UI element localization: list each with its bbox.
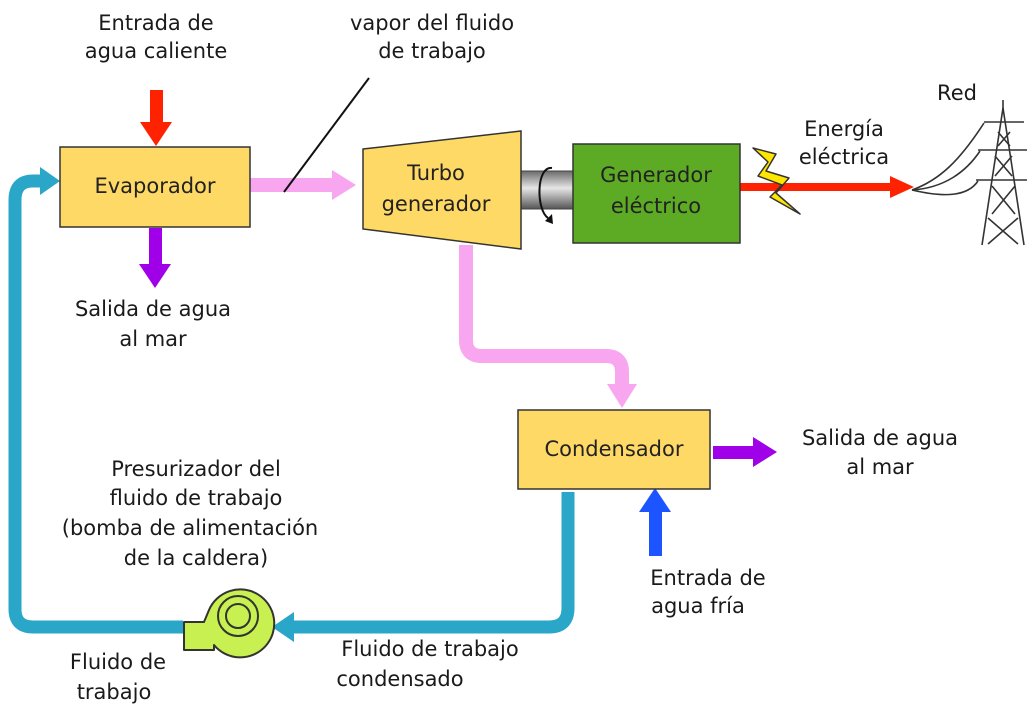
electric-output-arrow bbox=[740, 176, 914, 198]
pressurizer-line1: Presurizador del bbox=[111, 457, 281, 481]
cold-water-in-label: Entrada de agua fría bbox=[650, 566, 765, 618]
electric-energy-line2: eléctrica bbox=[799, 145, 889, 169]
rotating-shaft-icon bbox=[519, 167, 579, 224]
evaporator-outlet-line2: al mar bbox=[119, 327, 187, 351]
vapor-label-line2: de trabajo bbox=[378, 39, 486, 63]
evaporator-outlet-line1: Salida de agua bbox=[75, 297, 231, 321]
hot-water-in-label: Entrada de agua caliente bbox=[85, 11, 228, 63]
evaporator-outlet-label: Salida de agua al mar bbox=[75, 297, 231, 351]
pressurizer-line3: (bomba de alimentación bbox=[62, 516, 319, 540]
pump-icon bbox=[183, 588, 276, 659]
lightning-bolt-icon bbox=[752, 147, 801, 215]
vapor-label: vapor del fluido de trabajo bbox=[350, 11, 514, 63]
cold-water-in-line2: agua fría bbox=[651, 594, 745, 618]
working-fluid-line1: Fluido de bbox=[70, 650, 166, 674]
condenser-outlet-label: Salida de agua al mar bbox=[802, 426, 958, 479]
hot-water-in-line2: agua caliente bbox=[85, 39, 228, 63]
working-fluid-label: Fluido de trabajo bbox=[70, 650, 166, 704]
cold-water-in-arrow bbox=[639, 488, 671, 556]
condenser-outlet-line1: Salida de agua bbox=[802, 426, 958, 450]
electric-energy-label: Energía eléctrica bbox=[799, 117, 889, 169]
vapor-label-line1: vapor del fluido bbox=[350, 11, 514, 35]
condenser-outlet-arrow bbox=[713, 437, 777, 467]
evaporator-outlet-arrow bbox=[139, 228, 171, 288]
condensed-fluid-line1: Fluido de trabajo bbox=[341, 637, 518, 661]
generator-node: Generador eléctrico bbox=[572, 143, 741, 244]
condenser-label: Condensador bbox=[544, 437, 683, 461]
grid-label: Red bbox=[937, 81, 977, 105]
transmission-tower-icon bbox=[911, 100, 1027, 246]
pressurizer-line2: fluido de trabajo bbox=[110, 486, 283, 510]
generator-label-line2: eléctrico bbox=[611, 194, 701, 218]
evaporator-node: Evaporador bbox=[59, 146, 251, 228]
condenser-outlet-line2: al mar bbox=[846, 455, 914, 479]
turbine-node: Turbo generador bbox=[362, 130, 522, 250]
turbine-label-line1: Turbo bbox=[406, 161, 465, 185]
hot-water-in-arrow bbox=[140, 90, 172, 146]
cold-water-in-line1: Entrada de bbox=[650, 566, 765, 590]
evaporator-label: Evaporador bbox=[94, 174, 215, 198]
condenser-node: Condensador bbox=[517, 409, 711, 490]
turbine-label-line2: generador bbox=[382, 192, 491, 216]
pressurizer-line4: de la caldera) bbox=[124, 546, 269, 570]
condensed-fluid-label: Fluido de trabajo condensado bbox=[336, 637, 518, 691]
generator-label-line1: Generador bbox=[600, 163, 712, 187]
vapor-pointer-line bbox=[283, 77, 370, 193]
working-fluid-line2: trabajo bbox=[77, 680, 152, 704]
hot-water-in-line1: Entrada de bbox=[98, 11, 213, 35]
vapor-line-turbine-to-condenser bbox=[459, 245, 637, 408]
vapor-line-evap-to-turbine bbox=[250, 170, 356, 200]
working-fluid-loop bbox=[8, 167, 575, 642]
pressurizer-label: Presurizador del fluido de trabajo (bomb… bbox=[62, 457, 319, 570]
condensed-fluid-line2: condensado bbox=[336, 667, 463, 691]
electric-energy-line1: Energía bbox=[804, 117, 884, 141]
